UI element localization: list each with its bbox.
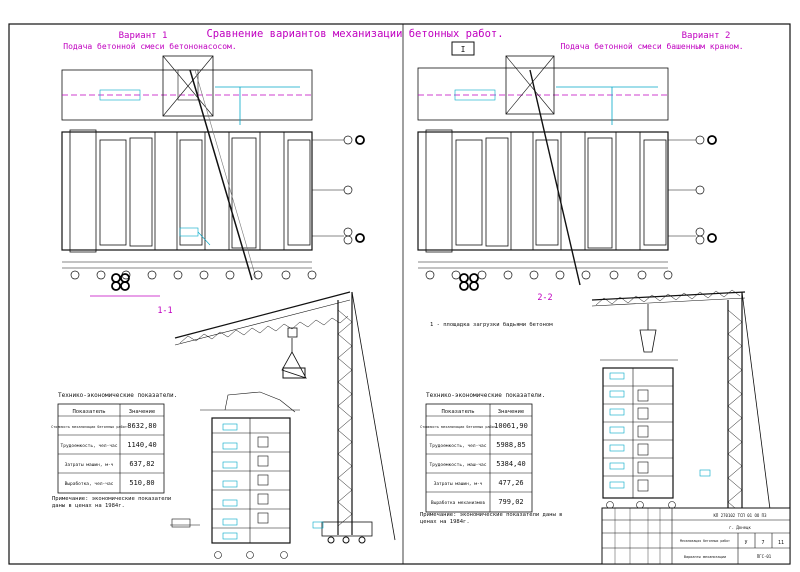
v2-th-value: Значение [498, 409, 525, 415]
variant2-box [451, 41, 475, 56]
v2-r0-c1: 10061,90 [494, 422, 528, 430]
variant1-crane [174, 291, 396, 544]
variant1-note-wrap: Примечание: экономические показатели дан… [52, 496, 172, 509]
v2-crane-platform [505, 55, 555, 115]
variant1-plan [61, 55, 365, 297]
v2-r3-c0: Затраты машин, м-ч [434, 481, 483, 487]
variant1-subtitle: Подача бетонной смеси бетононасосом. [63, 41, 236, 51]
v1-r0-c1: 8632,80 [127, 422, 157, 430]
title-block-sheets: 11 [778, 540, 784, 546]
v2-building [417, 131, 669, 251]
v1-th-value: Значение [129, 409, 156, 415]
variant2-crane [591, 289, 776, 549]
v2-r1-c0: Трудоемкость, чел-час [430, 443, 487, 449]
v2-r4-c1: 799,02 [498, 498, 523, 506]
title-block-group: ПГС-01 [757, 554, 772, 559]
title-block-code: КП 270102 ТСП 01 ОО ПЗ [714, 513, 768, 518]
v2-r2-c0: Трудоемкость, маш-час [430, 462, 487, 468]
variant2-plan [417, 55, 717, 291]
variant2-table-title: Технико-экономические показатели. [426, 392, 545, 399]
v2-r4-c0: Выработка механизмов [431, 499, 485, 506]
v1-pump-platform [162, 55, 214, 117]
variant2-building-section [600, 359, 678, 509]
variant2-section-label: 2-2 [537, 293, 552, 303]
v2-th-param: Показатель [441, 409, 474, 415]
v1-r0-c0: Стоимость механизации бетонных работ [51, 424, 127, 429]
variant2-box-label: I [461, 45, 466, 54]
v2-level-marks [609, 372, 711, 489]
variant1-title: Вариант 1 [119, 31, 168, 41]
variant1-note: Примечание: экономические показатели дан… [52, 496, 172, 509]
v2-r1-c1: 5988,85 [496, 441, 526, 449]
v1-level-marks [222, 423, 324, 540]
v1-r3-c0: Выработка, чел-час [65, 480, 114, 487]
variant1-table-title: Технико-экономические показатели. [58, 392, 177, 399]
title-block-stage: У [744, 540, 747, 546]
variant2-table: Показатель Значение Стоимость механизаци… [420, 403, 533, 513]
v1-r2-c1: 637,82 [129, 460, 154, 468]
v2-r3-c1: 477,26 [498, 479, 523, 487]
title-block-org: г. Донецк [729, 525, 751, 530]
v1-th-param: Показатель [72, 409, 105, 415]
v2-r0-c0: Стоимость механизации бетонных работ [420, 424, 496, 429]
variant2-title: Вариант 2 [682, 31, 731, 41]
title-block-sheet: 7 [761, 540, 764, 546]
variant2-subtitle: Подача бетонной смеси башенным краном. [560, 41, 743, 51]
v1-r1-c1: 1140,40 [127, 441, 157, 449]
v2-r2-c1: 5384,40 [496, 460, 526, 468]
variant2-note-wrap: Примечание: экономические показатели дан… [420, 512, 563, 525]
v1-r1-c0: Трудоемкость, чел-час [61, 443, 118, 449]
variant1-building-section [170, 391, 300, 559]
v1-r3-c1: 510,80 [129, 479, 154, 487]
main-title: Сравнение вариантов механизации бетонных… [206, 28, 503, 40]
variant1-section-label: 1-1 [157, 306, 172, 316]
v1-building [61, 131, 313, 251]
variant1-table: Показатель Значение Стоимость механизаци… [51, 403, 165, 494]
variant2-note: Примечание: экономические показатели дан… [420, 512, 563, 525]
title-block-project: Механизация бетонных работ [680, 538, 730, 543]
variant2-legend: 1 - площадка загрузки бадьями бетоном [430, 321, 553, 328]
v1-r2-c0: Затраты машин, м-ч [65, 462, 114, 468]
title-block-drawing-name: Варианты механизации [684, 555, 726, 559]
title-block: КП 270102 ТСП 01 ОО ПЗ г. Донецк Механиз… [601, 507, 791, 565]
sheet-frame [8, 23, 791, 565]
